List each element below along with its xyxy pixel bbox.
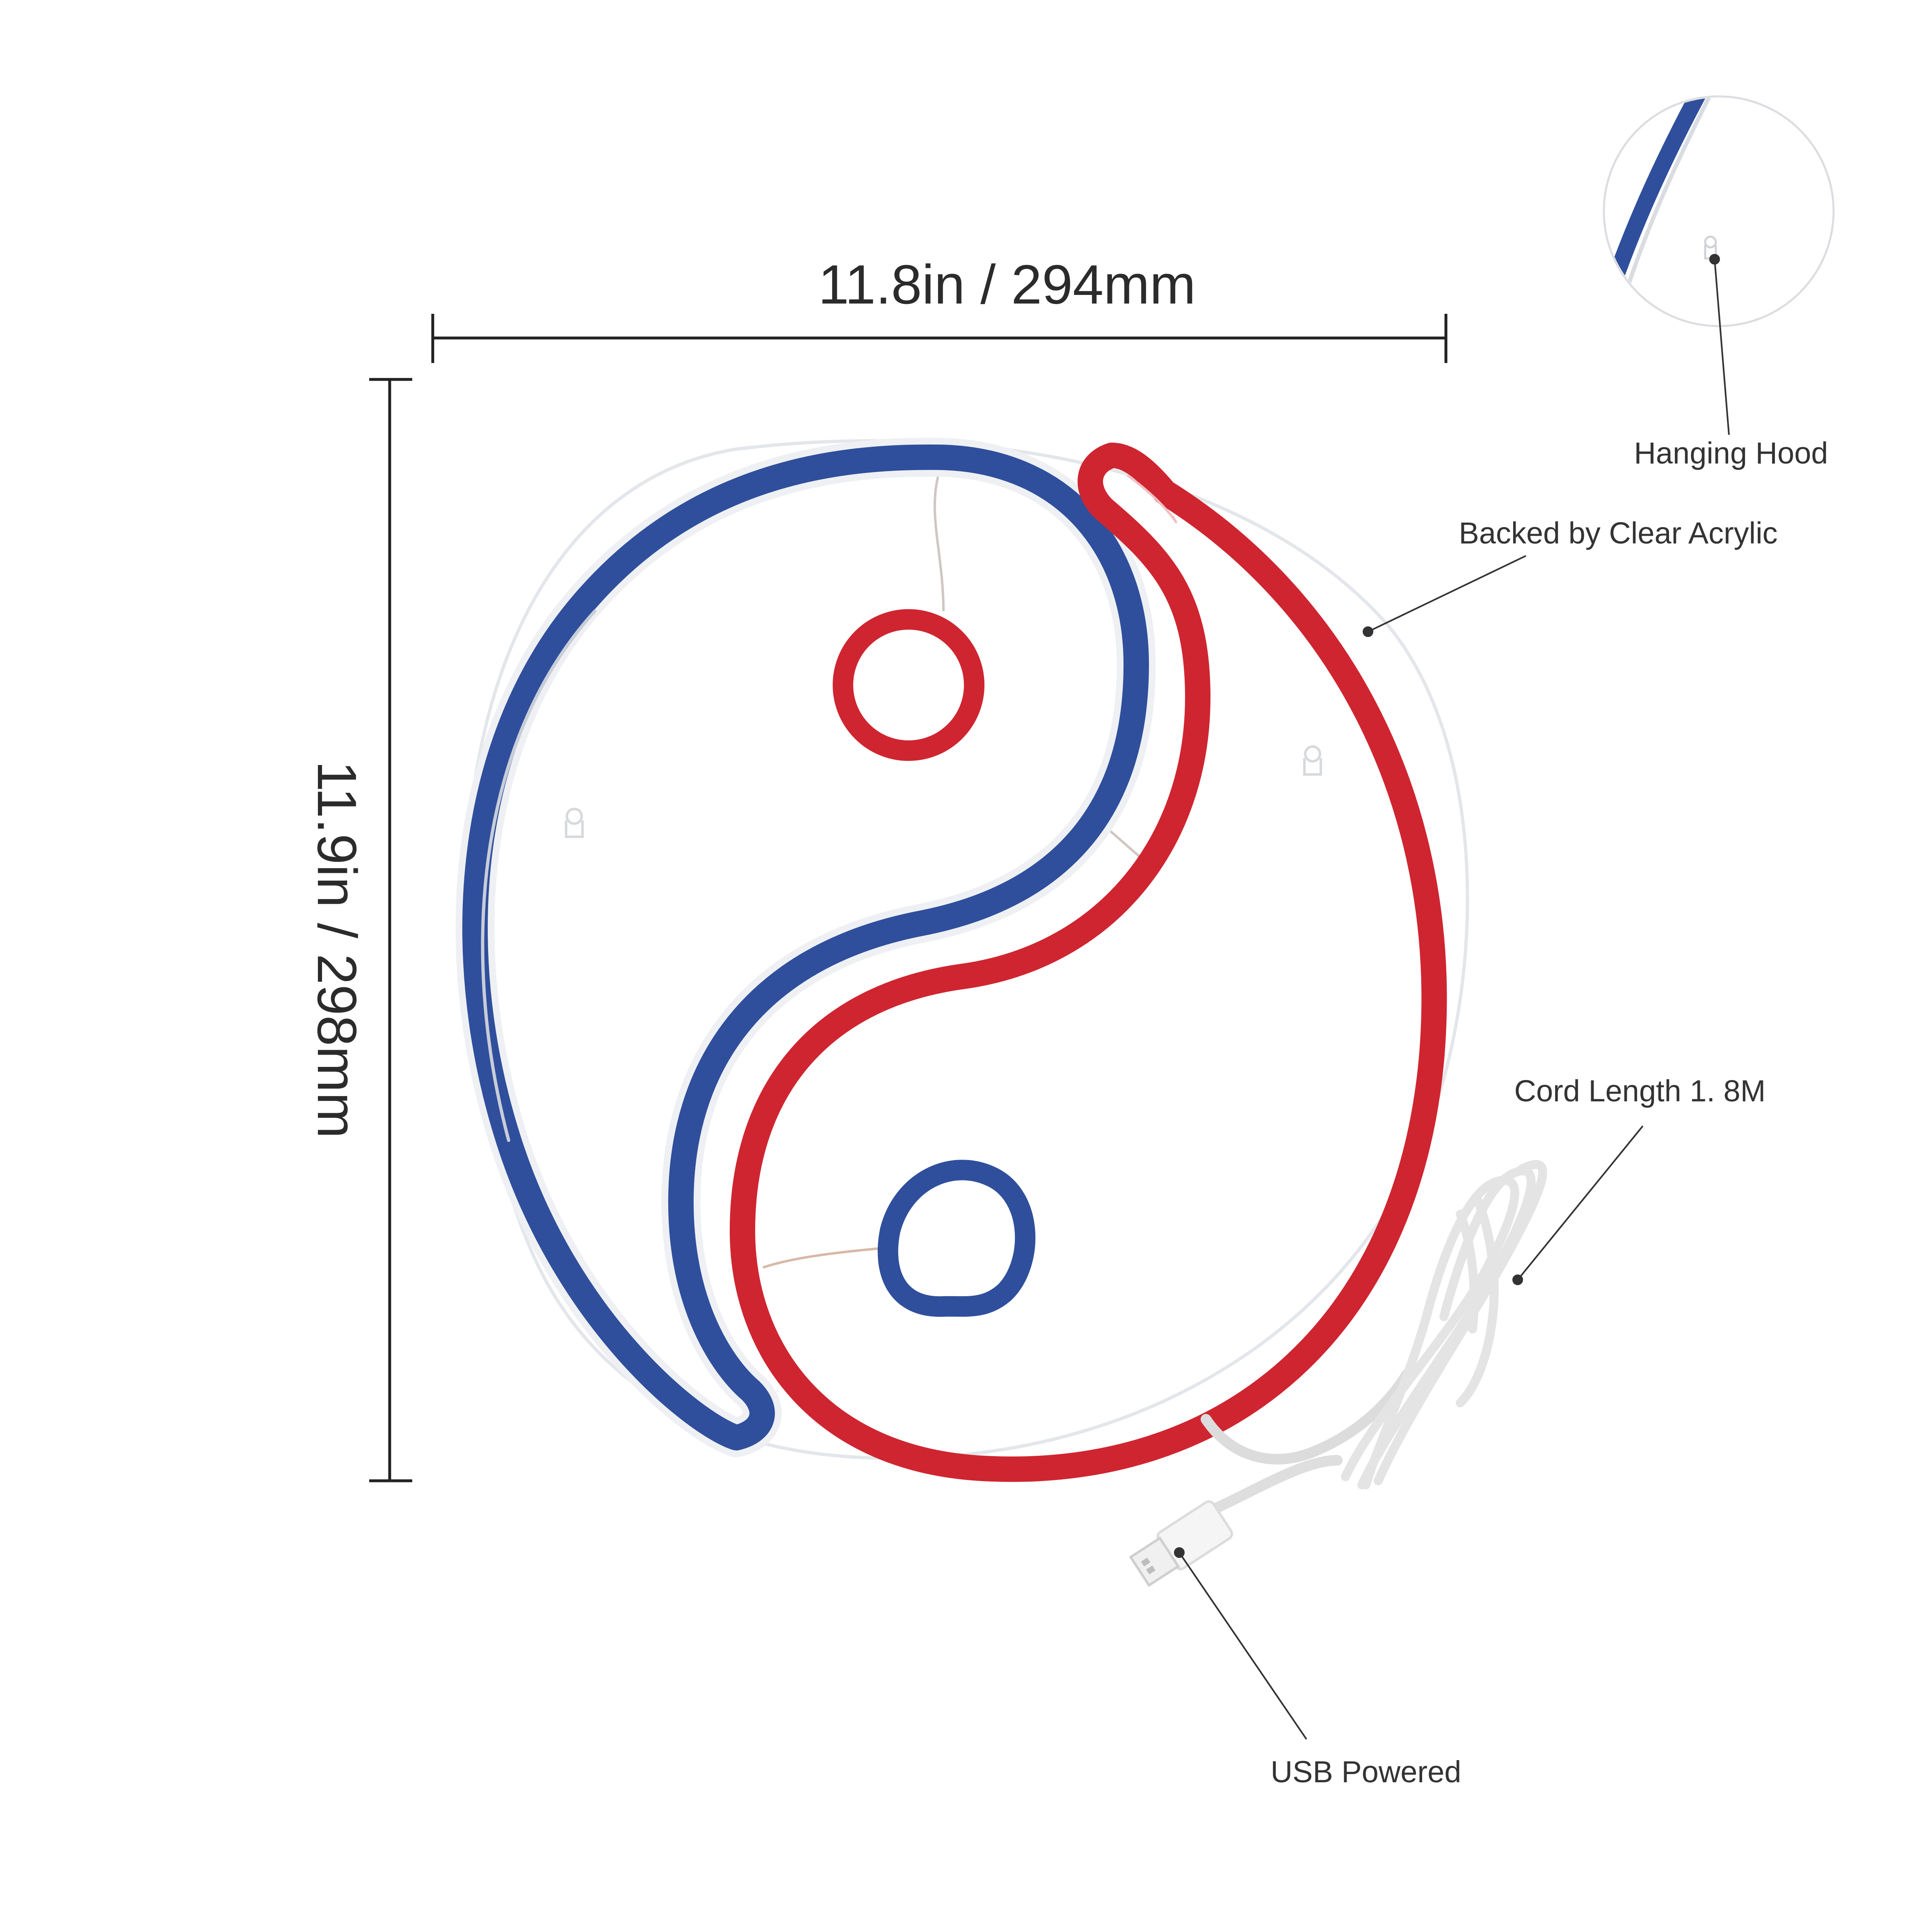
cord-lead: [1201, 1369, 1412, 1465]
acrylic-backing-label: Backed by Clear Acrylic: [1459, 516, 1777, 550]
blue-neon-inner-line: [481, 610, 596, 1142]
blue-neon-tube: [462, 444, 1149, 1450]
internal-wire-mid: [1107, 827, 1141, 859]
callout-leaders: [1174, 254, 1730, 1740]
red-neon-inner-line: [1127, 475, 1177, 523]
hanging-hood-right-icon: [1303, 745, 1322, 776]
width-dimension-label: 11.8in / 294mm: [818, 253, 1196, 315]
width-dimension: 11.8in / 294mm: [431, 253, 1448, 363]
neon-yin-yang-sign: [455, 438, 1447, 1482]
red-neon-dot: [833, 609, 984, 761]
cord-length-label: Cord Length 1. 8M: [1514, 1074, 1766, 1108]
zoom-acrylic-edge: [1624, 98, 1713, 292]
hanging-hood-zoom: [1603, 95, 1835, 327]
leader-hanging-hood-dot: [1709, 254, 1720, 265]
cord-coil: [1341, 1160, 1547, 1489]
red-neon-tube: [730, 443, 1447, 1482]
usb-cord: [1129, 1160, 1547, 1587]
hanging-hood-label: Hanging Hood: [1634, 436, 1828, 470]
leader-acrylic: [1368, 555, 1526, 633]
height-dimension: 11.9in / 298mm: [306, 378, 412, 1482]
usb-plug-icon: [1129, 1500, 1233, 1587]
leader-usb: [1178, 1552, 1307, 1740]
height-dimension-label: 11.9in / 298mm: [306, 761, 368, 1138]
internal-wire-bottom: [763, 1246, 895, 1269]
leader-usb-dot: [1174, 1547, 1185, 1558]
internal-wire-top: [933, 471, 945, 612]
zoom-blue-neon: [1605, 98, 1706, 290]
leader-cord-dot: [1512, 1274, 1523, 1285]
leader-hanging-hood: [1714, 259, 1730, 435]
blue-neon-dot: [877, 1160, 1036, 1317]
hanging-hood-left-icon: [565, 808, 584, 838]
leader-acrylic-dot: [1363, 626, 1373, 637]
usb-powered-label: USB Powered: [1271, 1755, 1462, 1789]
leader-cord: [1517, 1125, 1644, 1281]
